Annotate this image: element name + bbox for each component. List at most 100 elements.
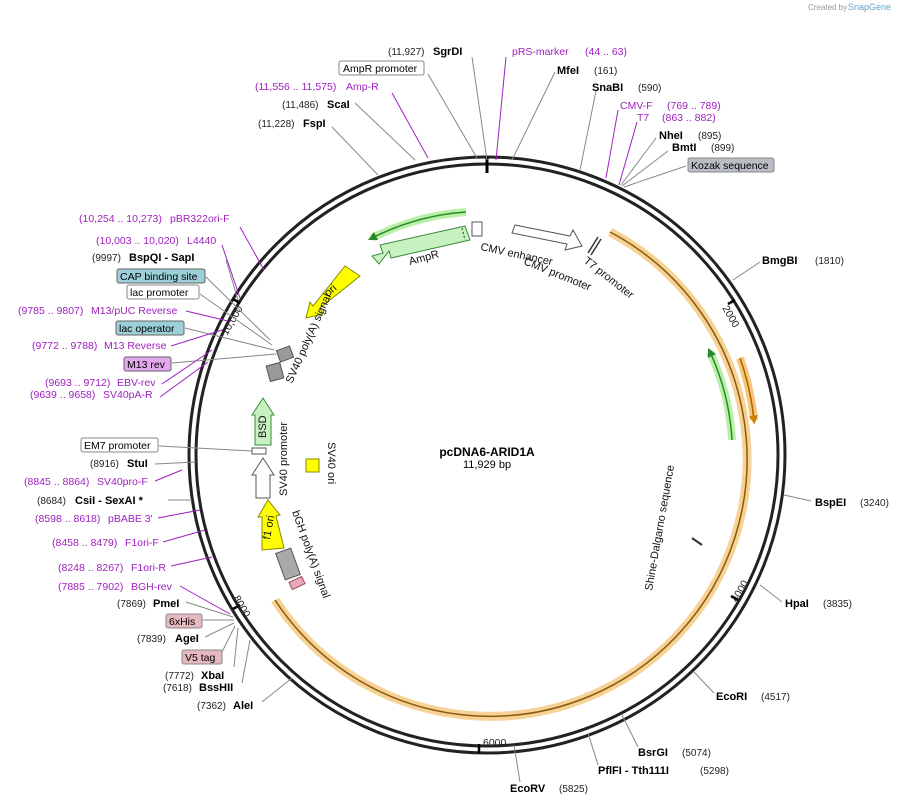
ampr-promoter-arrow[interactable] xyxy=(471,221,483,237)
ecori-pos: (4517) xyxy=(761,692,790,703)
xbai-pos: (7772) xyxy=(165,671,194,682)
pflfi-pos: (5298) xyxy=(700,766,729,777)
pflfi-name: PflFI - Tth111I xyxy=(598,765,669,777)
prsmarker-range: (44 .. 63) xyxy=(585,46,627,58)
f1orif-name: F1ori-F xyxy=(125,537,159,549)
lac-promoter-box[interactable] xyxy=(126,284,200,300)
prsmarker-name: pRS-marker xyxy=(512,46,569,58)
kozak-box[interactable] xyxy=(687,157,775,173)
sv40par-name: SV40pA-R xyxy=(103,389,153,401)
sv40prof-range: (8845 .. 8864) xyxy=(24,476,89,488)
bgh-small-box[interactable] xyxy=(288,575,306,591)
m13puc-range: (9785 .. 9807) xyxy=(18,305,83,317)
mfei-line xyxy=(511,71,556,161)
cmv-enhancer-arrow[interactable] xyxy=(511,224,583,251)
fspi-line xyxy=(331,126,379,176)
ampr-upper-line xyxy=(367,211,467,241)
lac-operator-box[interactable] xyxy=(115,320,185,336)
sv40-polya-small[interactable] xyxy=(265,361,285,383)
bghrev-line xyxy=(179,585,231,615)
l4440-name: L4440 xyxy=(187,235,216,247)
f1orir-range: (8248 .. 8267) xyxy=(58,562,123,574)
bsrgi-name: BsrGI xyxy=(638,747,668,759)
em7-promoter-box[interactable] xyxy=(251,447,267,455)
arid1a-insert-arc xyxy=(271,228,752,721)
pbabe3-line xyxy=(157,509,201,519)
bsshii-line xyxy=(241,639,251,684)
cap-line xyxy=(205,276,271,341)
m13rev-box[interactable] xyxy=(123,356,172,372)
scai-line xyxy=(354,102,416,161)
agei-name: AgeI xyxy=(175,633,199,645)
l4440-line xyxy=(221,244,241,299)
ecori-name: EcoRI xyxy=(716,691,747,703)
sixhis-box[interactable] xyxy=(165,613,203,629)
m13rev-box-text: M13 rev xyxy=(127,359,166,371)
prsmarker-line xyxy=(495,56,507,161)
ebvrev-name: EBV-rev xyxy=(117,377,156,389)
bspei-pos: (3240) xyxy=(860,498,889,509)
bsd-arrow[interactable] xyxy=(251,397,275,446)
em7-text: EM7 promoter xyxy=(84,440,151,452)
bsd-label: BSD xyxy=(257,415,269,438)
ampr-feature-arrow[interactable] xyxy=(371,225,471,265)
ori-arrow[interactable] xyxy=(305,265,361,319)
em7-box[interactable] xyxy=(80,437,159,453)
v5-box[interactable] xyxy=(181,649,223,665)
sv40-polya-box[interactable] xyxy=(275,345,295,363)
bspqi-pos: (9997) xyxy=(92,253,121,264)
ecorv-pos: (5825) xyxy=(559,784,588,795)
tick-label-6000: 6000 xyxy=(483,737,507,749)
hpai-name: HpaI xyxy=(785,598,809,610)
hpai-pos: (3835) xyxy=(823,599,852,610)
mfei-name: MfeI xyxy=(557,65,579,77)
pbr322-name: pBR322ori-F xyxy=(170,213,230,225)
v5-line xyxy=(221,625,236,653)
f1-ori-arrow[interactable] xyxy=(257,499,285,551)
arid1a-insert-line xyxy=(274,231,748,718)
sgrdi-pos: (11,927) xyxy=(388,47,425,58)
csii-name: CsiI - SexAI * xyxy=(75,495,144,507)
bghrev-range: (7885 .. 7902) xyxy=(58,581,123,593)
alei-pos: (7362) xyxy=(197,701,226,712)
f1orir-line xyxy=(170,556,213,567)
bmgbi-pos: (1810) xyxy=(815,256,844,267)
scai-pos: (11,486) xyxy=(282,100,319,111)
sv40-ori-box[interactable] xyxy=(305,458,320,473)
f1orif-line xyxy=(162,529,206,543)
cap-text: CAP binding site xyxy=(120,271,198,283)
ecorv-name: EcoRV xyxy=(510,783,546,795)
sixhis-text: 6xHis xyxy=(169,616,195,628)
lac-promoter-text: lac promoter xyxy=(130,287,189,299)
ampr-promoter-box[interactable] xyxy=(338,60,425,76)
alei-name: AleI xyxy=(233,700,253,712)
pbabe3-name: pBABE 3' xyxy=(108,513,153,525)
sgrdi-line xyxy=(471,56,488,161)
green-arc-line xyxy=(707,347,733,441)
v5-text: V5 tag xyxy=(185,652,216,664)
shine-dalgarno-mark xyxy=(691,537,703,546)
lac-operator-text: lac operator xyxy=(119,323,175,335)
bsrgi-pos: (5074) xyxy=(682,748,711,759)
bspqi-name: BspQI - SapI xyxy=(129,252,194,264)
plasmid-size: 11,929 bp xyxy=(463,459,511,471)
tick-label-8000: 8000 xyxy=(230,594,252,620)
sgrdi-name: SgrDI xyxy=(433,46,462,58)
credit-text: Created by xyxy=(808,3,847,12)
m13puc-name: M13/pUC Reverse xyxy=(91,305,178,317)
t7-promoter-label: T7 promoter xyxy=(581,255,636,302)
bmti-pos: (899) xyxy=(711,143,734,154)
m13rev-name: M13 Reverse xyxy=(104,340,167,352)
stui-name: StuI xyxy=(127,458,148,470)
sv40par-line xyxy=(159,361,209,398)
orange-arrow-line xyxy=(739,357,759,425)
stui-line xyxy=(154,461,197,465)
agei-pos: (7839) xyxy=(137,634,166,645)
sv40-promoter-arrow[interactable] xyxy=(251,457,275,499)
tick-10000 xyxy=(232,297,241,305)
sv40prof-line xyxy=(154,469,183,482)
snabi-pos: (590) xyxy=(638,83,661,94)
bgh-polya-box[interactable] xyxy=(275,547,301,581)
cap-box[interactable] xyxy=(116,268,206,284)
